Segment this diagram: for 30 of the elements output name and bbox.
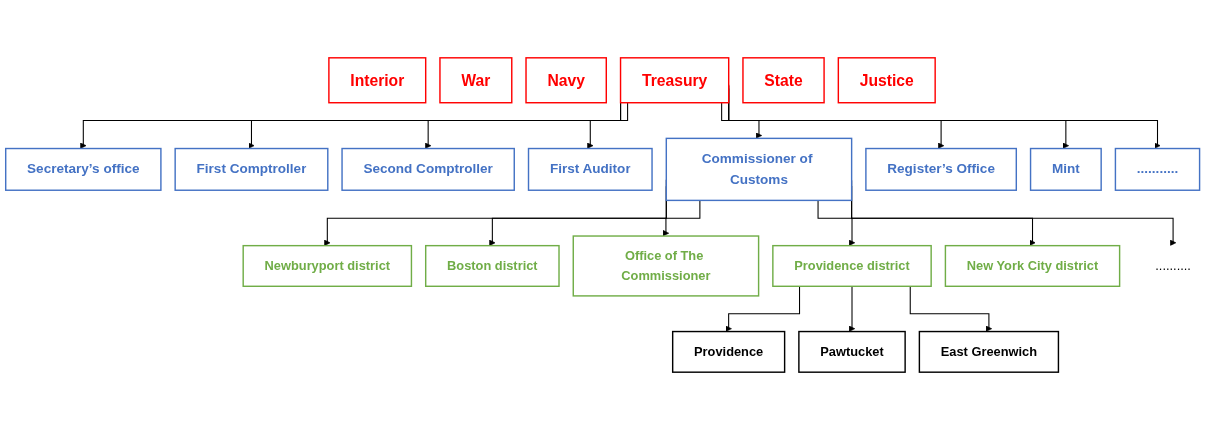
node-box: Office of The Commissioner (572, 235, 760, 297)
node-box: Boston district (425, 244, 560, 287)
node-box: Navy (525, 57, 607, 104)
node-box: New York City district (944, 244, 1121, 287)
node-box: ........... (1114, 147, 1201, 191)
arrow (817, 199, 856, 246)
node-box: First Comptroller (174, 147, 329, 191)
node-box: Newburyport district (242, 244, 413, 287)
node-box: Mint (1029, 147, 1102, 191)
arrow (848, 285, 856, 332)
node-box: Providence district (772, 244, 932, 287)
arrow (909, 285, 993, 332)
node-box: Justice (837, 57, 936, 104)
node-box: First Auditor (527, 147, 653, 191)
node-box: East Greenwich (918, 330, 1060, 373)
node-box: Secretary’s office (5, 147, 162, 191)
node-box: Providence (671, 330, 786, 373)
arrow (662, 199, 701, 237)
node-box: State (742, 57, 825, 104)
node-box: Commissioner of Customs (665, 137, 853, 202)
node-box: Pawtucket (798, 330, 906, 373)
arrow (725, 285, 801, 332)
arrow (721, 102, 763, 139)
node-box: Second Comptroller (341, 147, 515, 191)
node-box: Interior (328, 57, 427, 104)
arrow (587, 102, 629, 149)
node-text: .......... (1155, 258, 1191, 273)
node-box: War (439, 57, 513, 104)
node-box: Register’s Office (865, 147, 1017, 191)
node-box: Treasury (619, 57, 730, 104)
